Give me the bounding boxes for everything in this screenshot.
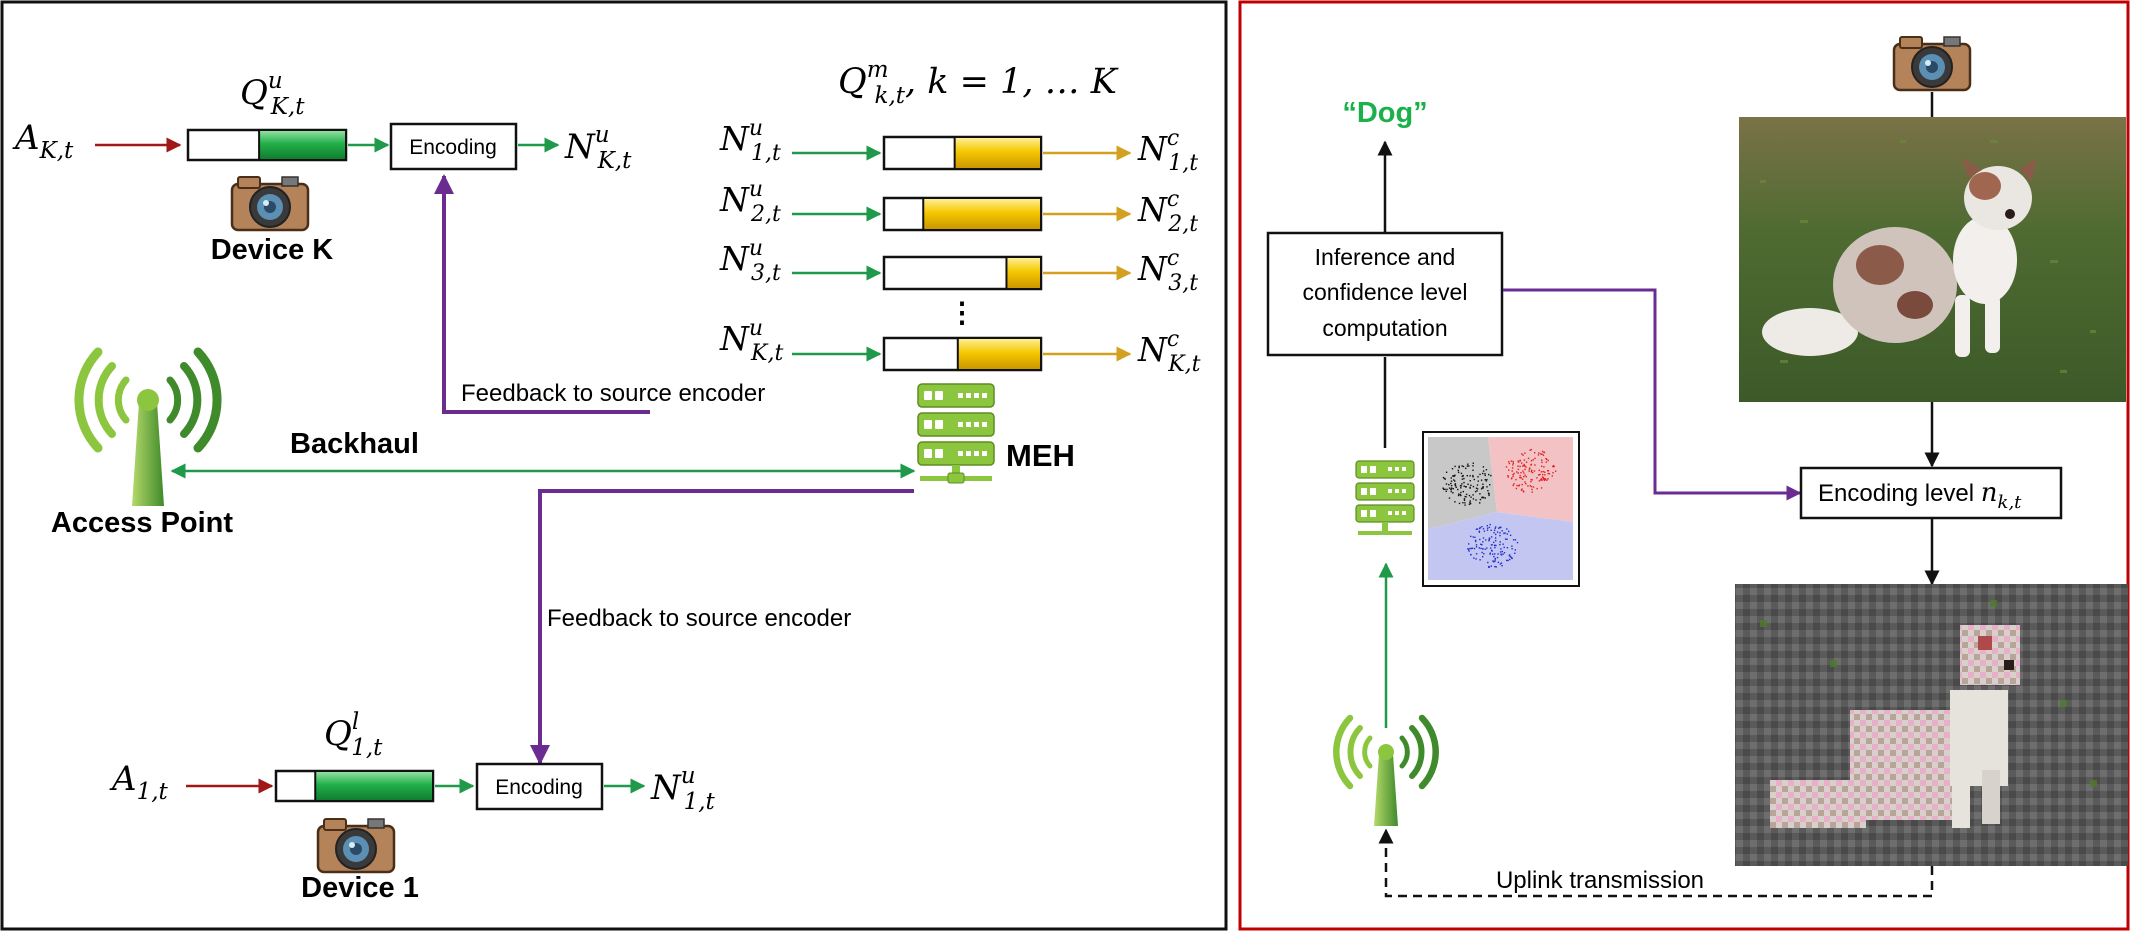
device-k-queue: [186, 128, 348, 162]
scatter-plot-icon: [1422, 431, 1580, 587]
encoding-level-label: Encoding level nk,t: [1818, 478, 2022, 513]
device-k-label: Device K: [211, 234, 334, 266]
access-point-label: Access Point: [51, 507, 233, 539]
device-k-encoder-box: [389, 122, 518, 171]
backhaul-label: Backhaul: [290, 428, 419, 460]
meh-queue-3-fill: [1005, 256, 1043, 290]
inference-line-2: confidence level: [1303, 279, 1468, 305]
device-1-label: Device 1: [301, 872, 419, 904]
server-icon: [1355, 460, 1415, 535]
device-1-arrival: A1,t: [109, 759, 169, 805]
feedback-bottom-label: Feedback to source encoder: [547, 605, 851, 632]
camera-icon: [1892, 36, 1972, 92]
feedback-bottom-line: [530, 489, 914, 765]
pixelated-dog-image: [1735, 584, 2128, 866]
inference-box: [1266, 231, 1504, 357]
inference-feedback-line: [1503, 288, 1802, 501]
feedback-top-label: Feedback to source encoder: [461, 380, 765, 407]
meh-label: MEH: [1006, 438, 1075, 473]
uplink-transmission-path: [1378, 828, 1934, 898]
meh-queue-k-fill: [956, 337, 1042, 371]
device-1-queue-fill: [314, 770, 434, 802]
antenna-icon: [1333, 714, 1439, 826]
meh-queue-2-fill: [922, 197, 1042, 231]
inference-result-label: “Dog”: [1342, 97, 1427, 129]
antenna-icon: [74, 347, 222, 506]
inference-line-3: computation: [1322, 315, 1447, 341]
uplink-transmission-label: Uplink transmission: [1496, 867, 1704, 894]
device-1-encoder-label: Encoding: [495, 776, 583, 799]
meh-queue-1-fill: [953, 136, 1043, 170]
server-icon: [917, 383, 995, 484]
device-k-arrival: AK,t: [12, 118, 74, 164]
device-1-encoder-box: [475, 762, 604, 811]
right-panel-frame: [1238, 0, 2130, 931]
camera-icon: [230, 176, 310, 232]
device-k-queue-fill: [258, 129, 348, 161]
device-1-queue: [274, 769, 435, 803]
encoding-level-box: [1799, 466, 2063, 520]
left-panel-frame: [0, 0, 1228, 931]
camera-icon: [316, 818, 396, 874]
device-k-encoder-label: Encoding: [409, 136, 497, 159]
original-dog-image: [1739, 117, 2126, 402]
inference-line-1: Inference and: [1315, 244, 1456, 270]
feedback-top-line: [434, 174, 650, 414]
meh-queue-ellipsis: ⋮: [948, 297, 976, 328]
